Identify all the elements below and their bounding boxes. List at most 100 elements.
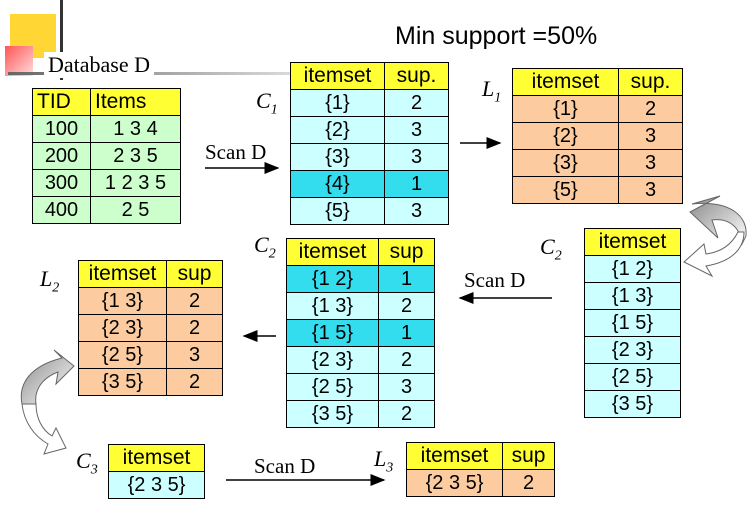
table-cell: {3}	[290, 143, 385, 171]
table-cell: {2 3}	[584, 336, 681, 364]
table-cell: 2	[384, 89, 449, 117]
scan-label-3: Scan D	[254, 454, 316, 478]
table-row: {3}3	[290, 143, 449, 171]
table-cell: 2	[166, 314, 223, 342]
table-row: {1 5}	[584, 309, 681, 337]
column-header: sup.	[384, 62, 449, 90]
table-row: {2}3	[290, 116, 449, 144]
column-header: itemset	[406, 442, 503, 470]
table-cell: {2 3}	[286, 346, 379, 374]
table-cell: 1 2 3 5	[90, 169, 181, 197]
table-cell: 2	[378, 346, 435, 374]
table-row: {3 5}2	[78, 368, 223, 396]
table-row: {2 5}	[584, 363, 681, 391]
label-l2: L2	[40, 266, 60, 296]
table-cell: 3	[384, 197, 449, 225]
table-cell: {2 5}	[78, 341, 167, 369]
column-header: Items	[90, 88, 181, 116]
table-cell: 2 3 5	[90, 142, 181, 170]
table-row: {1 5}1	[286, 319, 435, 347]
column-header: itemset	[286, 238, 379, 266]
table-cell: 2	[378, 400, 435, 428]
table-cell: 400	[32, 196, 91, 224]
table-header-row: itemset	[108, 444, 205, 472]
label-c2-middle: C2	[254, 232, 276, 262]
table-row: {4}1	[290, 170, 449, 198]
table-row: {2 3 5}	[108, 471, 205, 499]
label-l3: L3	[374, 446, 394, 476]
table-cell: 3	[166, 341, 223, 369]
column-header: itemset	[512, 68, 619, 96]
table-row: {1 3}2	[78, 287, 223, 315]
table-cell: {1 2}	[584, 255, 681, 283]
table-header-row: itemset	[584, 228, 681, 256]
table-row: {1}2	[290, 89, 449, 117]
table-cell: {3 5}	[584, 390, 681, 418]
table-cell: 300	[32, 169, 91, 197]
scan-label-2: Scan D	[464, 268, 526, 292]
table-cell: {1 5}	[286, 319, 379, 347]
column-header: itemset	[584, 228, 681, 256]
decor-red-square	[5, 46, 33, 76]
table-cell: {3 5}	[286, 400, 379, 428]
table-row: {3 5}2	[286, 400, 435, 428]
table-cell: {1 3}	[78, 287, 167, 315]
label-l1: L1	[482, 76, 502, 106]
table-cell: {2 3 5}	[108, 471, 205, 499]
table-cell: {1 5}	[584, 309, 681, 337]
table-row: {2 3}2	[286, 346, 435, 374]
table-cell: 1	[378, 319, 435, 347]
table-cell: 1 3 4	[90, 115, 181, 143]
label-c1: C1	[256, 88, 278, 118]
table-cell: 1	[378, 265, 435, 293]
table-cell: 2	[166, 287, 223, 315]
table-cell: {4}	[290, 170, 385, 198]
table-row: {2 3 5}2	[406, 469, 555, 497]
table-row: {3 5}	[584, 390, 681, 418]
table-row: {5}3	[512, 176, 683, 204]
table-cell: {1}	[512, 95, 619, 123]
table-cell: {2 3}	[78, 314, 167, 342]
table-cell: 3	[378, 373, 435, 401]
table-cell: {5}	[512, 176, 619, 204]
c2-candidates-table: itemset{1 2}{1 3}{1 5}{2 3}{2 5}{3 5}	[584, 228, 681, 418]
table-cell: {2 5}	[286, 373, 379, 401]
table-cell: {5}	[290, 197, 385, 225]
table-cell: 100	[32, 115, 91, 143]
table-cell: 3	[618, 176, 683, 204]
curved-arrow-l2-to-c3-head	[21, 403, 67, 455]
table-cell: {1 3}	[584, 282, 681, 310]
table-cell: {1 3}	[286, 292, 379, 320]
label-c3: C3	[76, 448, 98, 478]
table-cell: {2 5}	[584, 363, 681, 391]
page-title: Min support =50%	[395, 22, 598, 50]
table-cell: {2 3 5}	[406, 469, 503, 497]
database-label: Database D	[44, 52, 155, 78]
column-header: sup	[166, 260, 223, 288]
c3-table: itemset{2 3 5}	[108, 444, 205, 499]
table-row: {2 5}3	[78, 341, 223, 369]
column-header: itemset	[108, 444, 205, 472]
table-row: {1 2}	[584, 255, 681, 283]
table-row: {3}3	[512, 149, 683, 177]
table-cell: 2 5	[90, 196, 181, 224]
table-row: {2 3}	[584, 336, 681, 364]
table-cell: 1	[384, 170, 449, 198]
curved-arrow-l1-to-c2-head	[683, 231, 745, 278]
column-header: sup.	[618, 68, 683, 96]
column-header: sup	[378, 238, 435, 266]
scan-label-1: Scan D	[205, 140, 267, 164]
table-cell: 3	[384, 143, 449, 171]
column-header: itemset	[78, 260, 167, 288]
